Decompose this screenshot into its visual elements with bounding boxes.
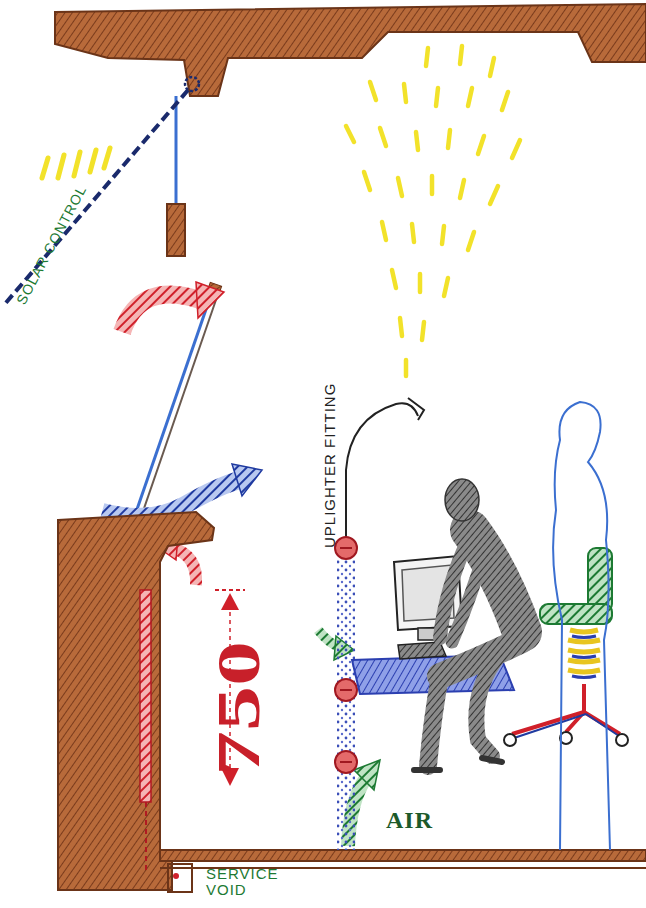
- chair-seat: [540, 604, 612, 624]
- uplighter-head: [408, 398, 424, 420]
- cool-air-arrow: [102, 480, 240, 517]
- warm-air-arrow: [122, 294, 200, 332]
- space-label: SERVICE VOID: [206, 866, 286, 898]
- service-void-box: [168, 864, 192, 892]
- seated-person-head: [445, 479, 479, 521]
- uplighter-arm: [346, 403, 418, 540]
- outlet-marks: [340, 548, 352, 762]
- radiator: [140, 590, 151, 802]
- window-pane: [134, 292, 212, 518]
- sill-wall: [58, 512, 214, 890]
- window-head-block: [167, 204, 185, 256]
- seated-person: [428, 530, 522, 766]
- service-void-outlet: [173, 873, 179, 879]
- seated-person-feet: [414, 758, 502, 770]
- chair-spring-core: [572, 636, 596, 678]
- cool-air-arrowhead: [232, 464, 262, 496]
- dimension-arrowhead: [221, 593, 239, 610]
- sun-rays: [42, 148, 110, 178]
- dimension-value: 750: [206, 641, 271, 776]
- standing-figure: [553, 402, 610, 850]
- window-hanger: [175, 96, 178, 205]
- raised-floor: [160, 850, 646, 861]
- solar-control-label: SOLAR CONTROL: [14, 183, 89, 307]
- uplight-rays: [346, 46, 520, 376]
- power-outlets: [335, 537, 357, 773]
- warm-air-arrowhead: [196, 282, 224, 318]
- solar-pivot: [185, 77, 199, 91]
- radiator-pipe: [145, 802, 147, 870]
- dimension-tick: [215, 589, 245, 591]
- service-pole: [337, 558, 355, 850]
- chair-wheels: [504, 732, 628, 746]
- air-label: AIR: [386, 808, 433, 833]
- supply-air-arrowhead: [354, 760, 380, 790]
- ceiling-slab: [55, 4, 646, 96]
- fitting-label: UPLIGHTER FITTING: [322, 383, 338, 548]
